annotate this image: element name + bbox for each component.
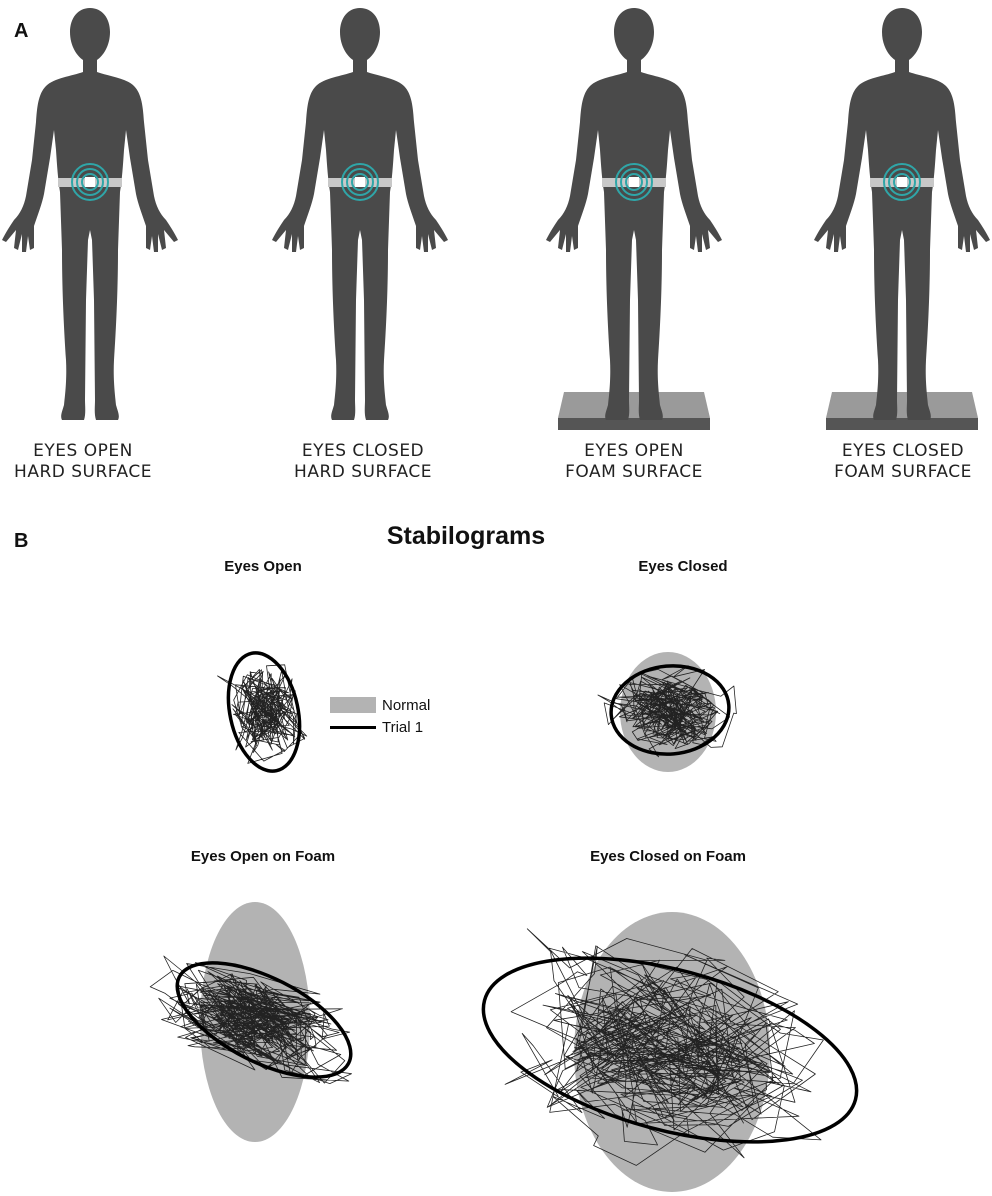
legend: Normal Trial 1 [330, 694, 430, 738]
sensor-rings [71, 163, 109, 201]
figure-eyes-closed-hard [260, 0, 460, 440]
legend-label-normal: Normal [382, 696, 431, 714]
plot-title-eyes-open: Eyes Open [224, 558, 302, 575]
normal-swatch [330, 697, 376, 713]
foam-pad [558, 392, 710, 430]
plot-title-eyes-open-foam: Eyes Open on Foam [190, 848, 336, 865]
sensor-icon [629, 177, 639, 187]
caption-line1: EYES CLOSED [841, 441, 965, 461]
foam-pad [826, 392, 978, 430]
legend-label-trial: Trial 1 [382, 718, 424, 736]
trace-eyes-open-foam [149, 955, 352, 1084]
plot-title-eyes-closed: Eyes Closed [638, 558, 728, 575]
human-silhouette [272, 8, 448, 420]
caption-line1: EYES CLOSED [301, 441, 425, 461]
figure-eyes-open-foam [534, 0, 734, 440]
trial-ellipse-eyes-open-foam [175, 961, 353, 1079]
caption-line2: HARD SURFACE [294, 462, 432, 482]
sensor-rings [341, 163, 379, 201]
sensor-rings [883, 163, 921, 201]
caption-eyes-closed-hard: EYES CLOSED HARD SURFACE [253, 441, 473, 483]
caption-line1: EYES OPEN [33, 441, 133, 461]
caption-line2: FOAM SURFACE [565, 462, 703, 482]
human-silhouette [814, 8, 990, 420]
caption-eyes-open-foam: EYES OPEN FOAM SURFACE [524, 441, 744, 483]
human-silhouette [2, 8, 178, 420]
sensor-rings [615, 163, 653, 201]
caption-eyes-closed-foam: EYES CLOSED FOAM SURFACE [793, 441, 992, 483]
trial-ellipse-eyes-open [226, 651, 302, 773]
caption-line2: FOAM SURFACE [834, 462, 972, 482]
panel-a-label: A [14, 20, 29, 42]
figure-eyes-open-hard [0, 0, 190, 440]
trial-ellipse-eyes-closed [609, 664, 731, 756]
human-silhouette [546, 8, 722, 420]
figure-eyes-closed-foam [802, 0, 992, 440]
caption-eyes-open-hard: EYES OPEN HARD SURFACE [0, 441, 193, 483]
legend-item-normal: Normal [330, 694, 430, 716]
trial-ellipse-eyes-closed-foam [481, 956, 859, 1144]
caption-line2: HARD SURFACE [14, 462, 152, 482]
plot-title-eyes-closed-foam: Eyes Closed on Foam [590, 848, 746, 865]
panel-b-label: B [14, 530, 29, 552]
stabilograms-title: Stabilograms [386, 522, 546, 550]
legend-item-trial: Trial 1 [330, 716, 430, 738]
trial-swatch [330, 725, 376, 729]
sensor-icon [355, 177, 365, 187]
sensor-icon [85, 177, 95, 187]
sensor-icon [897, 177, 907, 187]
caption-line1: EYES OPEN [584, 441, 684, 461]
trace-eyes-closed [597, 665, 737, 758]
trace-eyes-closed-foam [504, 928, 824, 1166]
